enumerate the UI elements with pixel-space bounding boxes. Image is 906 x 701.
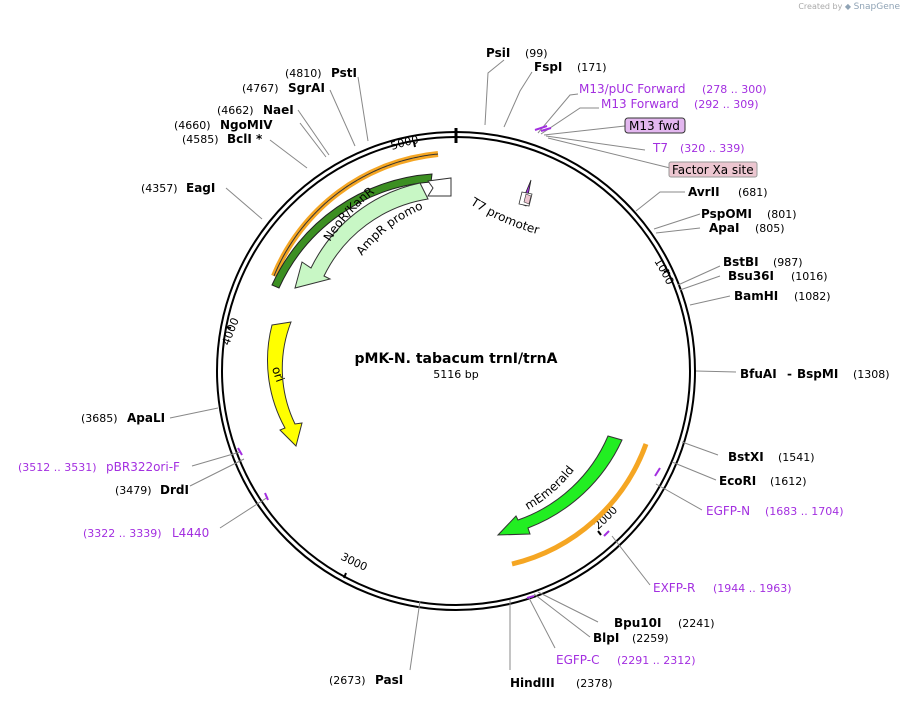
enzyme-fspi[interactable]: FspI (534, 60, 562, 74)
primer-m13-puc-forward[interactable]: M13/pUC Forward (579, 82, 686, 96)
enzyme-ecori-pos: (1612) (770, 475, 807, 488)
enzyme-bstbi[interactable]: BstBI (723, 255, 759, 269)
tick-5000: 5000 (389, 133, 420, 153)
enzyme-sgrai-pos: (4767) (242, 82, 279, 95)
m13-fwd-label: M13 fwd (629, 119, 680, 133)
primer-labels: M13/pUC Forward (278 .. 300) M13 Forward… (18, 82, 844, 667)
enzyme-apai[interactable]: ApaI (709, 221, 739, 235)
primer-egfp-n[interactable]: EGFP-N (706, 504, 750, 518)
primer-l4440[interactable]: L4440 (172, 526, 209, 540)
enzyme-hindiii[interactable]: HindIII (510, 676, 555, 690)
primer-egfp-n-pos: (1683 .. 1704) (765, 505, 844, 518)
enzyme-bstxi-pos: (1541) (778, 451, 815, 464)
enzyme-naei[interactable]: NaeI (263, 103, 294, 117)
enzyme-apai-pos: (805) (755, 222, 785, 235)
ori-arrow (267, 321, 303, 447)
enzyme-apali-pos: (3685) (81, 412, 118, 425)
ampr-promoter-arrow (427, 177, 452, 197)
enzyme-hindiii-pos: (2378) (576, 677, 613, 690)
enzyme-ngomiv-pos: (4660) (174, 119, 211, 132)
credit-prefix: Created by (798, 2, 843, 11)
enzyme-bstxi[interactable]: BstXI (728, 450, 764, 464)
primer-ticks (237, 125, 661, 599)
factor-xa-label: Factor Xa site (672, 163, 754, 177)
enzyme-ngomiv[interactable]: NgoMIV (220, 118, 273, 132)
factor-xa-box[interactable] (668, 161, 758, 178)
enzyme-bpu10i-pos: (2241) (678, 617, 715, 630)
primer-egfp-c-pos: (2291 .. 2312) (617, 654, 696, 667)
enzyme-bsu36i-pos: (1016) (791, 270, 828, 283)
enzyme-psti-pos: (4810) (285, 67, 322, 80)
enzyme-bcli[interactable]: BclI * (227, 132, 263, 146)
enzyme-drdi[interactable]: DrdI (160, 483, 189, 497)
factor-xa-marker (523, 193, 532, 205)
enzyme-psti[interactable]: PstI (331, 66, 357, 80)
primer-pbr322ori-f-pos: (3512 .. 3531) (18, 461, 97, 474)
enzyme-fspi-pos: (171) (577, 61, 607, 74)
enzyme-bspmi[interactable]: BspMI (797, 367, 838, 381)
neo-kanr-arrow (294, 182, 429, 289)
plasmid-name: pMK-N. tabacum trnI/trnA (355, 351, 558, 367)
primer-pbr322ori-f[interactable]: pBR322ori-F (106, 460, 180, 474)
enzyme-eagi-pos: (4357) (141, 182, 178, 195)
enzyme-blpi-pos: (2259) (632, 632, 669, 645)
primer-exfp-r-pos: (1944 .. 1963) (713, 582, 792, 595)
enzyme-avrii[interactable]: AvrII (688, 185, 720, 199)
snapgene-credit: Created by ◆ SnapGene (798, 2, 900, 12)
enzyme-blpi[interactable]: BlpI (593, 631, 619, 645)
backbone (216, 128, 696, 611)
enzyme-pspomi-pos: (801) (767, 208, 797, 221)
primer-m13-forward[interactable]: M13 Forward (601, 97, 679, 111)
enzyme-bfuai[interactable]: BfuAI (740, 367, 777, 381)
enzyme-ecori[interactable]: EcoRI (719, 474, 756, 488)
enzyme-pasi-pos: (2673) (329, 674, 366, 687)
leader-lines (169, 59, 737, 671)
enzyme-eagi[interactable]: EagI (186, 181, 215, 195)
enzyme-labels: PsiI (99) FspI (171) AvrII (681) PspOMI … (81, 46, 890, 690)
enzyme-psii[interactable]: PsiI (486, 46, 510, 60)
enzyme-bpu10i[interactable]: Bpu10I (614, 616, 661, 630)
enzyme-bamhi[interactable]: BamHI (734, 289, 778, 303)
ori-label: ori (269, 365, 287, 384)
tick-3000: 3000 (339, 550, 370, 574)
memerald-arrow (496, 435, 623, 536)
primer-t7-pos: (320 .. 339) (680, 142, 745, 155)
internal-ticks (225, 141, 670, 579)
primer-exfp-r[interactable]: EXFP-R (653, 581, 695, 595)
enzyme-drdi-pos: (3479) (115, 484, 152, 497)
enzyme-avrii-pos: (681) (738, 186, 768, 199)
enzyme-pspomi[interactable]: PspOMI (701, 207, 752, 221)
plasmid-size: 5116 bp (433, 368, 478, 381)
credit-brand: SnapGene (853, 2, 900, 12)
boxed-labels: M13 fwd Factor Xa site (624, 117, 758, 178)
enzyme-bsu36i[interactable]: Bsu36I (728, 269, 774, 283)
enzyme-bfuai-pos: (1308) (853, 368, 890, 381)
enzyme-bamhi-pos: (1082) (794, 290, 831, 303)
primer-egfp-c[interactable]: EGFP-C (556, 653, 599, 667)
m13-fwd-box[interactable] (624, 117, 686, 134)
enzyme-psii-pos: (99) (525, 47, 548, 60)
enzyme-sgrai[interactable]: SgrAI (288, 81, 325, 95)
neor-orange-arc-edge (273, 153, 439, 277)
enzyme-bstbi-pos: (987) (773, 256, 803, 269)
memerald-orange-arc (511, 443, 649, 567)
enzyme-apali[interactable]: ApaLI (127, 411, 165, 425)
snapgene-logo-icon: ◆ (844, 2, 852, 11)
enzyme-pasi[interactable]: PasI (375, 673, 403, 687)
enzyme-naei-pos: (4662) (217, 104, 254, 117)
bspmi-separator: - (787, 367, 792, 381)
enzyme-bcli-pos: (4585) (182, 133, 219, 146)
primer-t7[interactable]: T7 (652, 141, 668, 155)
primer-m13-puc-forward-pos: (278 .. 300) (702, 83, 767, 96)
primer-m13-forward-pos: (292 .. 309) (694, 98, 759, 111)
primer-l4440-pos: (3322 .. 3339) (83, 527, 162, 540)
